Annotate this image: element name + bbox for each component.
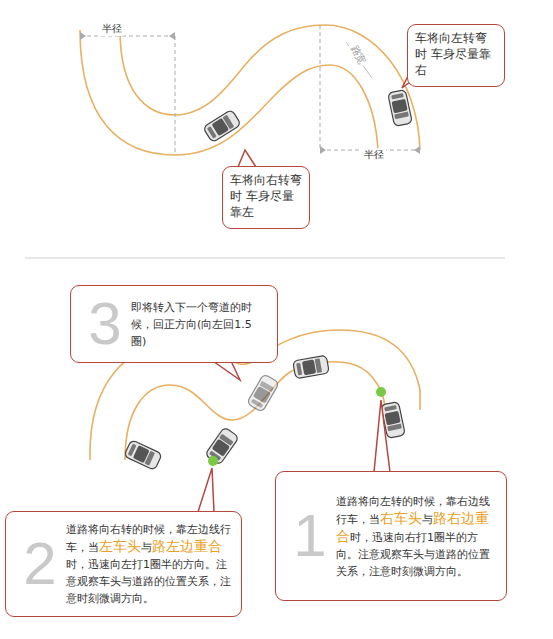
callout-paragraph: 道路将向右转的时候，靠左边线行车，当左车头与路左边重合时，迅速向左打1圈半的方向… — [66, 521, 231, 607]
callout-text: 与 — [422, 513, 433, 526]
road-edge — [125, 362, 385, 460]
width-marker — [346, 42, 372, 78]
callout-text: 即将转入下一个弯道的时候，回正方向(向左回1.5圈) — [131, 301, 252, 348]
callout-text: 时，迅速向左打1圈半的方向。注意观察车头与道路的位置关系，注意时刻微调方向。 — [66, 558, 231, 605]
callout-text: 时，迅速向右打1圈半的方向。注意观察车头与道路的位置关系，注意时刻微调方向。 — [336, 531, 490, 578]
callout-box: 1道路将向左转的时候，靠右边线行车，当右车头与路右边重合时，迅速向右打1圈半的方… — [275, 471, 507, 601]
callout-pointer — [198, 468, 214, 512]
callout-text: 车将向左转弯时 车身尽量靠右 — [415, 30, 497, 78]
highlight-text: 右车头 — [380, 510, 422, 526]
callout-paragraph: 即将转入下一个弯道的时候，回正方向(向左回1.5圈) — [131, 299, 267, 350]
contact-dot — [376, 387, 386, 397]
dimension-line — [80, 25, 420, 155]
divider — [25, 258, 505, 259]
callout-text: 与 — [141, 541, 152, 554]
dimension-label: 半径 — [100, 22, 124, 36]
callout-number: 1 — [284, 506, 336, 566]
callout-box: 车将向右转弯时 车身尽量靠左 — [222, 166, 310, 229]
highlight-text: 路左边重合 — [152, 538, 222, 554]
callout-box: 2道路将向右转的时候，靠左边线行车，当左车头与路左边重合时，迅速向左打1圈半的方… — [5, 511, 242, 617]
dimension-arrow — [80, 32, 420, 154]
dimension-label: 半径 — [362, 148, 386, 162]
callout-pointer — [374, 400, 390, 472]
dimension-label: 路宽 — [346, 41, 370, 69]
callout-number: 2 — [14, 534, 66, 594]
road-edge — [80, 30, 378, 155]
contact-dot — [208, 456, 218, 466]
callout-number: 3 — [79, 294, 131, 354]
callout-text: 车将向右转弯时 车身尽量靠左 — [230, 172, 302, 220]
callout-pointer — [238, 150, 256, 167]
road-edge — [120, 25, 420, 150]
callout-box: 3即将转入下一个弯道的时候，回正方向(向左回1.5圈) — [70, 285, 278, 363]
callout-box: 车将向左转弯时 车身尽量靠右 — [407, 24, 505, 87]
callout-paragraph: 道路将向左转的时候，靠右边线行车，当右车头与路右边重合时，迅速向右打1圈半的方向… — [336, 493, 496, 580]
highlight-text: 左车头 — [99, 538, 141, 554]
